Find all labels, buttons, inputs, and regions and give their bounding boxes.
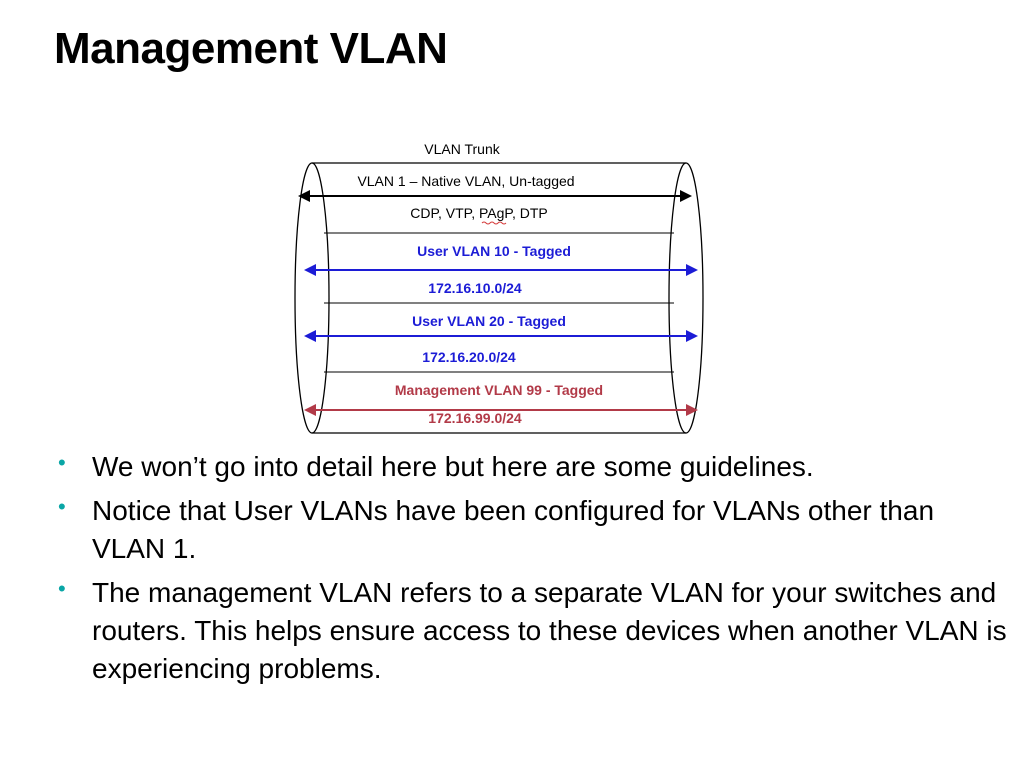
vlan20-subnet: 172.16.20.0/24 <box>422 349 516 365</box>
vlan99-arrowhead-right <box>686 404 698 416</box>
vlan10-arrowhead-left <box>304 264 316 276</box>
vlan10-arrow <box>304 264 698 276</box>
vlan99-arrowhead-left <box>304 404 316 416</box>
bullet-icon: • <box>58 576 66 601</box>
slide-title: Management VLAN <box>54 24 448 73</box>
bullet-icon: • <box>58 450 66 475</box>
trunk-left-end <box>294 162 330 434</box>
vlan99-arrow <box>304 404 698 416</box>
vlan20-label: User VLAN 20 - Tagged <box>412 313 566 329</box>
bullet-text: We won’t go into detail here but here ar… <box>92 451 814 482</box>
native-vlan-arrow <box>298 190 692 202</box>
vlan-trunk-diagram: VLAN Trunk VLAN 1 – Native VLAN, Un-tagg… <box>294 141 704 434</box>
vlan99-label: Management VLAN 99 - Tagged <box>395 382 603 398</box>
native-vlan-label: VLAN 1 – Native VLAN, Un-tagged <box>357 173 574 189</box>
bullet-text: The management VLAN refers to a separate… <box>92 577 1007 684</box>
native-arrowhead-left <box>298 190 310 202</box>
spellcheck-squiggle <box>481 221 507 225</box>
native-arrowhead-right <box>680 190 692 202</box>
vlan10-subnet: 172.16.10.0/24 <box>428 280 522 296</box>
bullet-list: • We won’t go into detail here but here … <box>58 448 1008 694</box>
vlan10-arrowhead-right <box>686 264 698 276</box>
vlan99-subnet: 172.16.99.0/24 <box>428 410 522 426</box>
vlan10-label: User VLAN 10 - Tagged <box>417 243 571 259</box>
trunk-title: VLAN Trunk <box>424 141 500 157</box>
bullet-text: Notice that User VLANs have been configu… <box>92 495 935 564</box>
trunk-right-end <box>668 162 704 434</box>
vlan20-arrowhead-right <box>686 330 698 342</box>
bullet-item: • The management VLAN refers to a separa… <box>58 574 1008 688</box>
native-protocols-label: CDP, VTP, PAgP, DTP <box>410 205 547 221</box>
bullet-icon: • <box>58 494 66 519</box>
vlan20-arrow <box>304 330 698 342</box>
trunk-pipe <box>294 162 704 434</box>
bullet-item: • Notice that User VLANs have been confi… <box>58 492 1008 568</box>
vlan20-arrowhead-left <box>304 330 316 342</box>
bullet-item: • We won’t go into detail here but here … <box>58 448 1008 486</box>
